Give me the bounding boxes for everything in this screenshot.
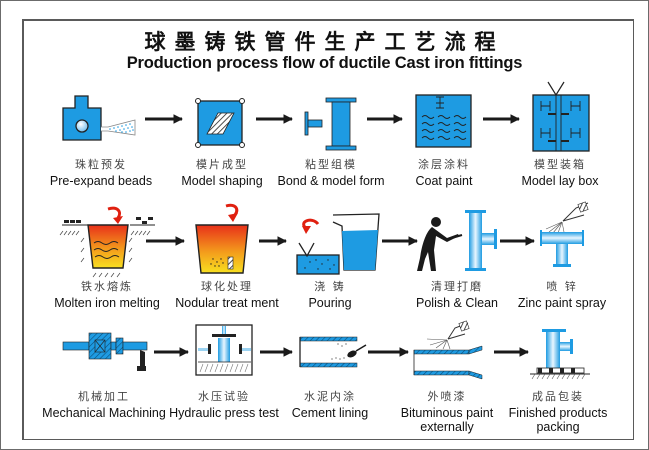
step-label-en: Coat paint	[415, 174, 473, 188]
step-label-cn: 机械加工	[78, 390, 130, 403]
step-label-cn: 模片成型	[196, 158, 248, 171]
step-label-cn: 成品包装	[532, 390, 584, 403]
step-label-en-line2: externally	[420, 420, 474, 434]
step-label-cn: 外喷漆	[427, 390, 467, 403]
step-label-en: Pouring	[308, 296, 352, 310]
cement-lining-icon	[299, 336, 367, 368]
step-label-cn: 铁水熔炼	[81, 280, 133, 293]
step-label-en-line1: Finished products	[508, 406, 608, 420]
step-label-cn: 清理打磨	[431, 280, 483, 293]
step-label-en: Model shaping	[181, 174, 263, 188]
step-label-en: Bond & model form	[277, 174, 385, 188]
step-label-en: Model lay box	[521, 174, 599, 188]
mold-plate-icon	[195, 98, 245, 148]
press-test-icon	[195, 324, 253, 376]
step-label-cn: 水压试验	[198, 390, 250, 403]
step-label-en: Mechanical Machining	[42, 406, 166, 420]
step-label-en: Pre-expand beads	[49, 174, 153, 188]
step-label-cn: 涂层涂料	[418, 158, 470, 171]
step-label-cn: 水泥内涂	[304, 390, 356, 403]
lathe-icon	[62, 332, 148, 371]
step-label-cn: 球化处理	[201, 280, 253, 293]
step-label-cn: 珠粒预发	[75, 158, 127, 171]
title-english: Production process flow of ductile Cast …	[126, 54, 523, 72]
step-label-en: Hydraulic press test	[169, 406, 279, 420]
step-label-en-line1: Bituminous paint	[400, 406, 494, 420]
ladle-icon	[195, 203, 249, 274]
title-chinese: 球墨铸铁管件生产工艺流程	[144, 29, 505, 54]
step-label-cn: 喷 锌	[546, 280, 578, 293]
flask-box-icon	[532, 81, 590, 152]
bead-expander-icon	[62, 95, 136, 141]
inner-frame	[22, 19, 634, 440]
step-label-cn: 浇 铸	[314, 280, 346, 293]
furnace-icon	[59, 206, 155, 278]
step-label-cn: 粘型组模	[305, 158, 357, 171]
bitumen-spray-icon	[413, 320, 483, 380]
step-label-en-line2: packing	[536, 420, 580, 434]
step-label-en: Cement lining	[291, 406, 369, 420]
packing-pallet-icon	[530, 329, 590, 380]
coating-tank-icon	[415, 94, 472, 148]
grinding-worker-icon	[417, 210, 497, 271]
step-label-en: Zinc paint spray	[517, 296, 607, 310]
zinc-spray-icon	[540, 201, 589, 267]
step-label-cn: 模型装箱	[534, 158, 586, 171]
step-label-en: Polish & Clean	[416, 296, 498, 310]
pipe-model-icon	[304, 97, 357, 151]
pouring-icon	[296, 213, 380, 275]
step-label-en: Nodular treat ment	[175, 296, 279, 310]
step-label-en: Molten iron melting	[54, 296, 160, 310]
